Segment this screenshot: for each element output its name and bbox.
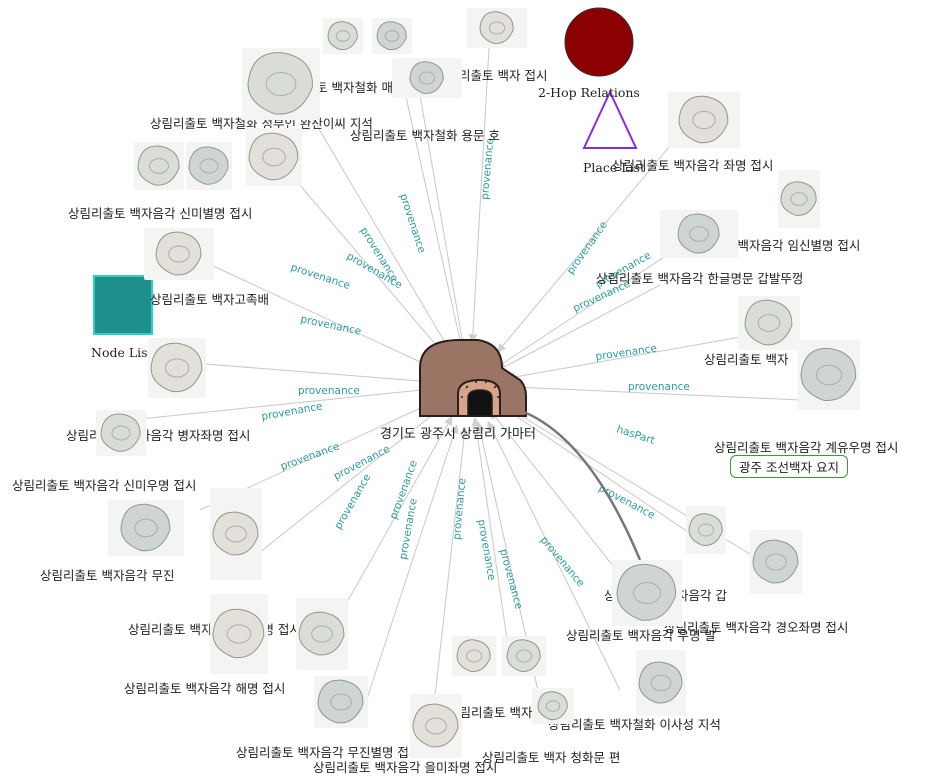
artifact-node-label[interactable]: 상림리출토 백자고족배 bbox=[150, 292, 269, 307]
artifact-thumbnail-image[interactable] bbox=[246, 128, 302, 186]
artifact-thumbnail-image[interactable] bbox=[323, 18, 363, 54]
artifact-node-label[interactable]: 상림리출토 백자 bbox=[704, 352, 789, 367]
artifact-thumbnail-image[interactable] bbox=[296, 598, 348, 670]
provenance-edge bbox=[493, 285, 660, 373]
artifact-thumbnail-image[interactable] bbox=[210, 594, 268, 674]
artifact-thumbnail-image[interactable] bbox=[96, 410, 146, 456]
edge-label-provenance: provenance bbox=[298, 385, 360, 397]
edge-label-provenance: provenance bbox=[565, 219, 610, 277]
artifact-node-label[interactable]: 상림리출토 백자음각 한글명문 갑발뚜껑 bbox=[596, 271, 803, 286]
hub-label: 경기도 광주시 상림리 가마터 bbox=[380, 427, 536, 442]
artifact-node-label[interactable]: 상림리출토 백자음각 계유우명 접시 bbox=[714, 440, 898, 455]
artifact-thumbnail-image[interactable] bbox=[668, 92, 740, 148]
edge-label-provenance: provenance bbox=[597, 482, 657, 522]
edge-label-provenance: provenance bbox=[279, 440, 341, 472]
artifact-node-label[interactable]: 상림리출토 백자음각 을미좌명 접시 bbox=[313, 760, 497, 775]
edge-label-provenance: provenance bbox=[299, 313, 362, 338]
artifact-node-label[interactable]: 상림리출토 백자음각 무진별명 접시 bbox=[236, 745, 420, 760]
artifact-thumbnail-image[interactable] bbox=[144, 228, 214, 280]
artifact-node-label[interactable]: 상림리출토 백자음각 해명 접시 bbox=[124, 681, 285, 696]
edge-label-provenance: provenance bbox=[479, 138, 496, 201]
kiln-hub-icon[interactable] bbox=[420, 340, 526, 416]
artifact-thumbnail-image[interactable] bbox=[186, 142, 232, 190]
artifact-thumbnail-image[interactable] bbox=[392, 58, 462, 98]
artifact-thumbnail-image[interactable] bbox=[778, 170, 820, 228]
artifact-thumbnail-image[interactable] bbox=[532, 688, 574, 724]
artifact-thumbnail-image[interactable] bbox=[660, 210, 738, 258]
artifact-node-label[interactable]: 상림리출토 백자음각 신미우명 접시 bbox=[12, 478, 196, 493]
edge-label-haspart: hasPart bbox=[615, 423, 656, 447]
artifact-thumbnail-image[interactable] bbox=[108, 500, 184, 556]
edge-label-provenance: provenance bbox=[538, 534, 587, 589]
artifact-thumbnail-image[interactable] bbox=[372, 18, 412, 54]
edge-label-provenance: provenance bbox=[451, 478, 468, 541]
provenance-edge bbox=[498, 404, 700, 540]
artifact-thumbnail-image[interactable] bbox=[502, 636, 546, 676]
artifact-node-label[interactable]: 상림리출토 백자음각 우명 발 bbox=[566, 628, 716, 643]
artifact-thumbnail-image[interactable] bbox=[750, 530, 802, 594]
artifact-thumbnail-image[interactable] bbox=[314, 676, 368, 728]
artifact-thumbnail-image[interactable] bbox=[686, 506, 726, 554]
artifact-node-label[interactable]: 상림리출토 백자 청화문 편 bbox=[482, 750, 620, 765]
artifact-thumbnail-image[interactable] bbox=[242, 48, 320, 120]
hop-relations-label: 2-Hop Relations bbox=[538, 85, 640, 100]
hop-relations-circle-icon[interactable] bbox=[565, 8, 633, 76]
place-list-triangle-icon[interactable] bbox=[584, 92, 636, 148]
artifact-thumbnail-image[interactable] bbox=[467, 8, 527, 48]
edge-label-provenance: provenance bbox=[595, 342, 658, 362]
artifact-thumbnail-image[interactable] bbox=[636, 650, 686, 716]
artifact-thumbnail-image[interactable] bbox=[452, 636, 496, 676]
region-place-label[interactable]: 광주 조선백자 요지 bbox=[730, 455, 848, 478]
artifact-thumbnail-image[interactable] bbox=[410, 694, 462, 758]
artifact-thumbnail-image[interactable] bbox=[612, 560, 682, 626]
artifact-node-label[interactable]: 상림리출토 백자발 bbox=[448, 705, 544, 720]
place-list-label: Place List bbox=[583, 160, 645, 175]
artifact-thumbnail-image[interactable] bbox=[798, 340, 860, 410]
node-list-label: Node List bbox=[91, 345, 153, 360]
artifact-thumbnail-image[interactable] bbox=[738, 296, 800, 350]
artifact-thumbnail-image[interactable] bbox=[148, 338, 206, 398]
artifact-node-label[interactable]: 상림리출토 백자음각 신미별명 접시 bbox=[68, 206, 252, 221]
edge-label-provenance: provenance bbox=[289, 261, 352, 292]
artifact-node-label[interactable]: 상림리출토 백자철화 용문 호 bbox=[350, 128, 500, 143]
artifact-node-label[interactable]: 상림리출토 백자음각 병자좌명 접시 bbox=[66, 428, 250, 443]
artifact-thumbnail-image[interactable] bbox=[134, 142, 184, 190]
edge-label-provenance: provenance bbox=[397, 192, 428, 255]
artifact-node-label[interactable]: 상림리출토 백자음각 무진 bbox=[40, 568, 174, 583]
node-list-square-icon[interactable] bbox=[94, 276, 152, 334]
artifact-thumbnail-image[interactable] bbox=[210, 488, 262, 580]
edge-label-provenance: provenance bbox=[628, 381, 690, 393]
